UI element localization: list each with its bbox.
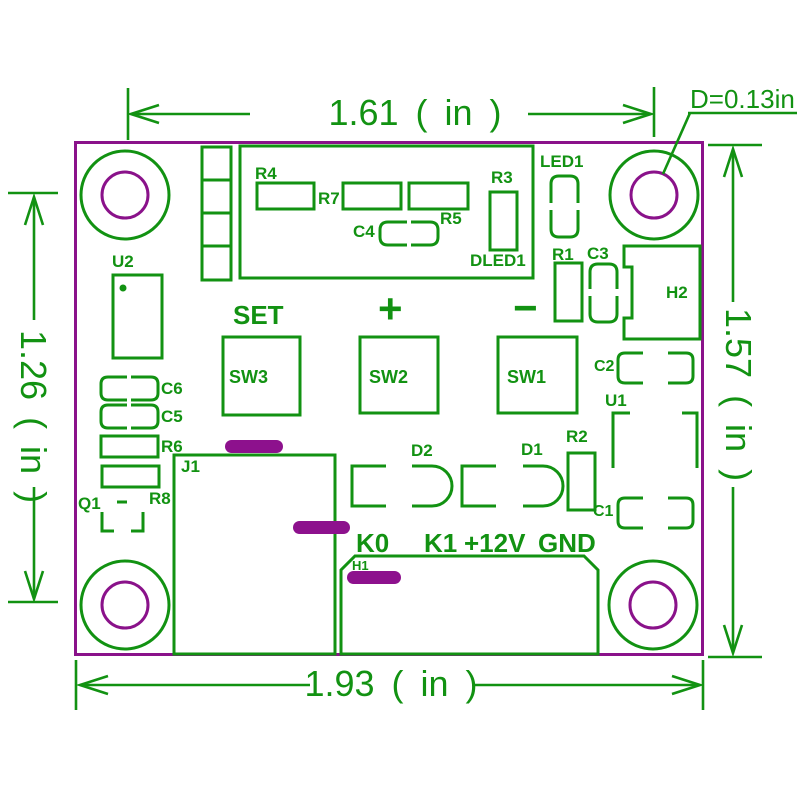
dimension-left <box>8 191 58 604</box>
label-gnd: GND <box>538 528 596 558</box>
label-led1: LED1 <box>540 152 584 171</box>
c2-footprint <box>616 351 695 385</box>
dimension-bottom <box>74 660 705 710</box>
h2-footprint <box>622 244 702 341</box>
hole-diameter-label: D=0.13in <box>690 84 795 114</box>
label-c5: C5 <box>161 407 183 426</box>
c1-footprint <box>616 496 695 530</box>
label-r1: R1 <box>552 245 574 264</box>
j1-footprint <box>172 453 337 656</box>
label-12v: +12V <box>464 528 526 558</box>
dimension-right <box>708 143 762 659</box>
label-set: SET <box>233 300 284 330</box>
led1-footprint <box>549 174 580 239</box>
mounting-hole-bottom-right <box>607 559 699 651</box>
label-u1: U1 <box>605 391 627 410</box>
label-r7: R7 <box>318 189 340 208</box>
label-u2: U2 <box>112 252 134 271</box>
dimension-top <box>126 87 656 140</box>
label-c6: C6 <box>161 379 183 398</box>
label-q1: Q1 <box>78 494 101 513</box>
label-h2: H2 <box>666 283 688 302</box>
sw1-button <box>496 335 579 415</box>
top-component-box <box>238 144 535 280</box>
solder-pad-h1 <box>347 571 401 584</box>
solder-pad-2 <box>293 521 350 534</box>
label-h1: H1 <box>352 558 369 573</box>
r1-footprint <box>553 261 584 323</box>
label-sw3: SW3 <box>229 367 269 387</box>
dimension-bottom-label: 1.93 ( in ) <box>304 663 478 704</box>
solder-pad-1 <box>225 440 283 453</box>
c6-footprint <box>99 375 160 402</box>
label-sw1: SW1 <box>507 367 547 387</box>
q1-footprint <box>100 500 145 533</box>
d2-footprint <box>350 464 454 508</box>
label-j1: J1 <box>181 457 200 476</box>
label-r8: R8 <box>149 489 171 508</box>
label-k0: K0 <box>356 528 390 558</box>
mounting-hole-bottom-left <box>79 559 171 651</box>
label-k1: K1 <box>424 528 458 558</box>
u2-footprint <box>111 273 164 360</box>
dimension-right-label: 1.57 ( in ) <box>718 308 759 482</box>
sw2-button <box>358 335 440 415</box>
d1-footprint <box>460 464 565 508</box>
c5-footprint <box>99 403 160 430</box>
label-d1: D1 <box>521 440 543 459</box>
header-strip <box>200 145 233 282</box>
dimension-top-label: 1.61 ( in ) <box>328 92 502 133</box>
label-sw2: SW2 <box>369 367 409 387</box>
dimension-left-label: 1.26 ( in ) <box>13 330 54 504</box>
r8-footprint <box>100 464 161 489</box>
label-r2: R2 <box>566 427 588 446</box>
c3-footprint <box>588 262 619 324</box>
hole-diameter-leader <box>661 111 797 175</box>
label-r4: R4 <box>255 164 277 183</box>
label-r3: R3 <box>491 168 513 187</box>
label-c2: C2 <box>594 358 615 375</box>
sw3-button <box>221 335 302 417</box>
label-minus: − <box>513 284 538 331</box>
label-c3: C3 <box>587 244 609 263</box>
label-d2: D2 <box>411 441 433 460</box>
label-dled1: DLED1 <box>470 251 526 270</box>
u1-footprint <box>611 411 699 468</box>
r2-footprint <box>566 451 597 512</box>
label-r5: R5 <box>440 209 462 228</box>
r6-footprint <box>99 434 160 459</box>
label-plus: + <box>378 285 403 332</box>
label-c4: C4 <box>353 222 375 241</box>
mounting-hole-top-left <box>79 149 171 241</box>
terminal-block <box>339 554 600 656</box>
mounting-hole-top-right <box>608 149 700 241</box>
label-r6: R6 <box>161 437 183 456</box>
label-c1: C1 <box>593 503 614 520</box>
